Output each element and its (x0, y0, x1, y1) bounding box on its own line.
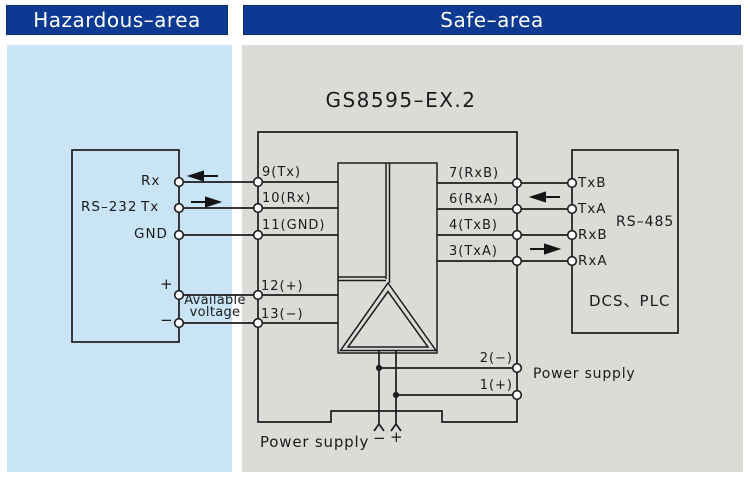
arrow-right-icon (530, 243, 562, 255)
power-supply-right-label: Power supply (533, 366, 636, 382)
safe-area-header: Safe–area (243, 5, 741, 35)
pin-9-tx: 9(Tx) (262, 165, 302, 180)
power-arrow-up-icon (390, 422, 402, 432)
power-wires (373, 351, 517, 432)
dcs-plc-label: DCS、PLC (589, 292, 671, 310)
arrow-left-icon (186, 170, 218, 182)
available-voltage-note: Available voltage (181, 293, 249, 320)
terminal-circles (173, 176, 578, 401)
rs485-pin-rxa: RxA (578, 253, 608, 269)
pin-13-minus: 13(−) (261, 307, 304, 322)
power-supply-bottom-label: Power supply (260, 433, 370, 451)
rs232-pin-rx: Rx (141, 173, 161, 189)
hazardous-area-panel (7, 45, 232, 472)
junction-dots (375, 364, 400, 399)
pin-6-rxa: 6(RxA) (449, 192, 500, 207)
pin-3-txa: 3(TxA) (449, 244, 498, 259)
safe-area-label: Safe–area (440, 8, 544, 32)
rs485-pin-txa: TxA (578, 201, 607, 217)
pin-4-txb: 4(TxB) (449, 218, 498, 233)
isolator-symbol (337, 162, 438, 354)
available-voltage-line1: Available (184, 293, 246, 308)
rs485-wires (437, 182, 572, 262)
hazardous-area-header: Hazardous–area (6, 5, 228, 35)
rs232-box (71, 149, 180, 343)
available-voltage-line2: voltage (189, 304, 241, 320)
hazardous-area-label: Hazardous–area (33, 8, 201, 32)
amplifier-triangle-icon (339, 281, 438, 352)
power-plus-sign: + (390, 428, 403, 446)
pin-2-minus: 2(−) (479, 351, 513, 366)
rs232-minus-sign: − (160, 311, 173, 329)
safe-area-panel (242, 45, 743, 472)
rs485-pin-rxb: RxB (578, 227, 608, 243)
arrow-right-icon (191, 196, 223, 208)
rs485-bus-label: RS–485 (616, 214, 675, 230)
rs232-pin-gnd: GND (134, 226, 168, 242)
arrow-left-icon (528, 191, 560, 203)
rs232-plus-sign: + (160, 275, 173, 293)
pin-1-plus: 1(+) (479, 378, 513, 393)
pin-7-rxb: 7(RxB) (449, 166, 500, 181)
pin-12-plus: 12(+) (261, 279, 304, 294)
isolator-case (257, 131, 518, 423)
pin-10-rx: 10(Rx) (262, 191, 312, 206)
power-minus-sign: − (373, 429, 386, 447)
device-title: GS8595–EX.2 (325, 88, 477, 112)
pin-11-gnd: 11(GND) (262, 218, 326, 233)
power-arrow-up-icon (373, 422, 385, 432)
rs232-bus-label: RS–232 (81, 199, 138, 215)
rs232-pin-tx: Tx (141, 199, 160, 215)
rs485-pin-txb: TxB (578, 175, 607, 191)
rs485-box (571, 149, 679, 334)
